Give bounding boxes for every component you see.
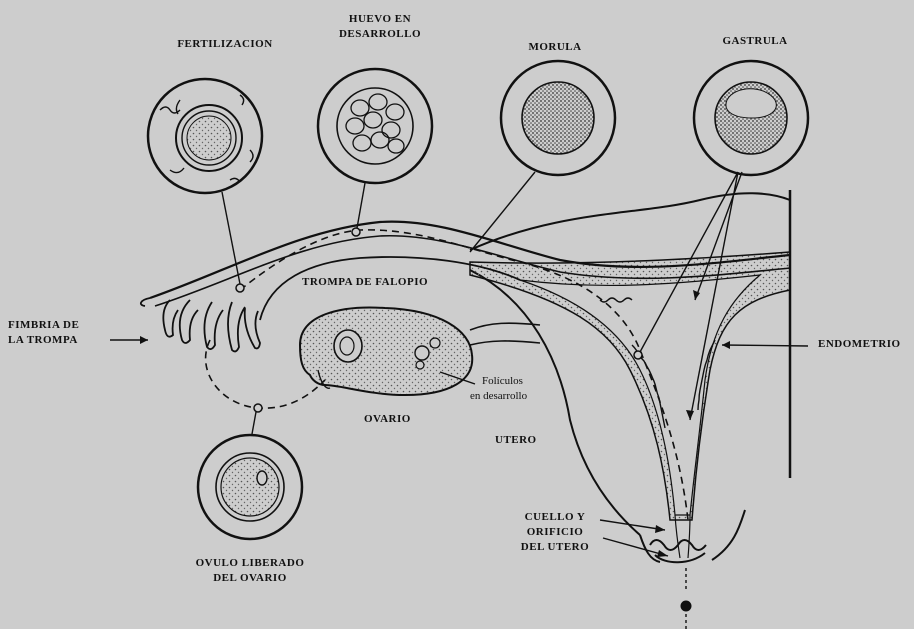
developing-egg-circle xyxy=(318,69,432,183)
label-ovulo-liberado: OVULO LIBERADO DEL OVARIO xyxy=(180,556,320,586)
released-ovum-circle xyxy=(198,435,302,539)
label-huevo-line2: DESARROLLO xyxy=(325,27,435,42)
fertilization-circle xyxy=(148,79,262,193)
label-fimbria: FIMBRIA DE LA TROMPA xyxy=(8,318,79,348)
label-gastrula: GASTRULA xyxy=(705,34,805,49)
label-ovulo-line1: OVULO LIBERADO xyxy=(180,556,320,571)
label-endometrio: ENDOMETRIO xyxy=(818,337,901,352)
gastrula-circle xyxy=(694,61,808,175)
label-cuello-line1: CUELLO Y xyxy=(500,510,610,525)
label-foliculos-line1: Folículos xyxy=(470,374,527,389)
label-foliculos: Folículos en desarrollo xyxy=(470,374,527,404)
label-fimbria-line2: LA TROMPA xyxy=(8,333,79,348)
expelled-egg xyxy=(681,568,691,629)
label-ovario: OVARIO xyxy=(364,412,411,427)
label-utero: UTERO xyxy=(495,433,537,448)
morula-circle xyxy=(501,61,615,175)
uterine-cavity xyxy=(520,275,760,515)
label-cuello-line2: ORIFICIO xyxy=(500,525,610,540)
label-fimbria-line1: FIMBRIA DE xyxy=(8,318,79,333)
label-cuello-line3: DEL UTERO xyxy=(500,540,610,555)
label-cuello-orificio-utero: CUELLO Y ORIFICIO DEL UTERO xyxy=(500,510,610,555)
label-ovulo-line2: DEL OVARIO xyxy=(180,571,320,586)
label-morula: MORULA xyxy=(510,40,600,55)
label-huevo-line1: HUEVO EN xyxy=(325,12,435,27)
label-foliculos-line2: en desarrollo xyxy=(470,389,527,404)
label-trompa-de-falopio: TROMPA DE FALOPIO xyxy=(302,275,428,290)
label-fertilizacion: FERTILIZACION xyxy=(160,37,290,52)
label-huevo-en-desarrollo: HUEVO EN DESARROLLO xyxy=(325,12,435,42)
